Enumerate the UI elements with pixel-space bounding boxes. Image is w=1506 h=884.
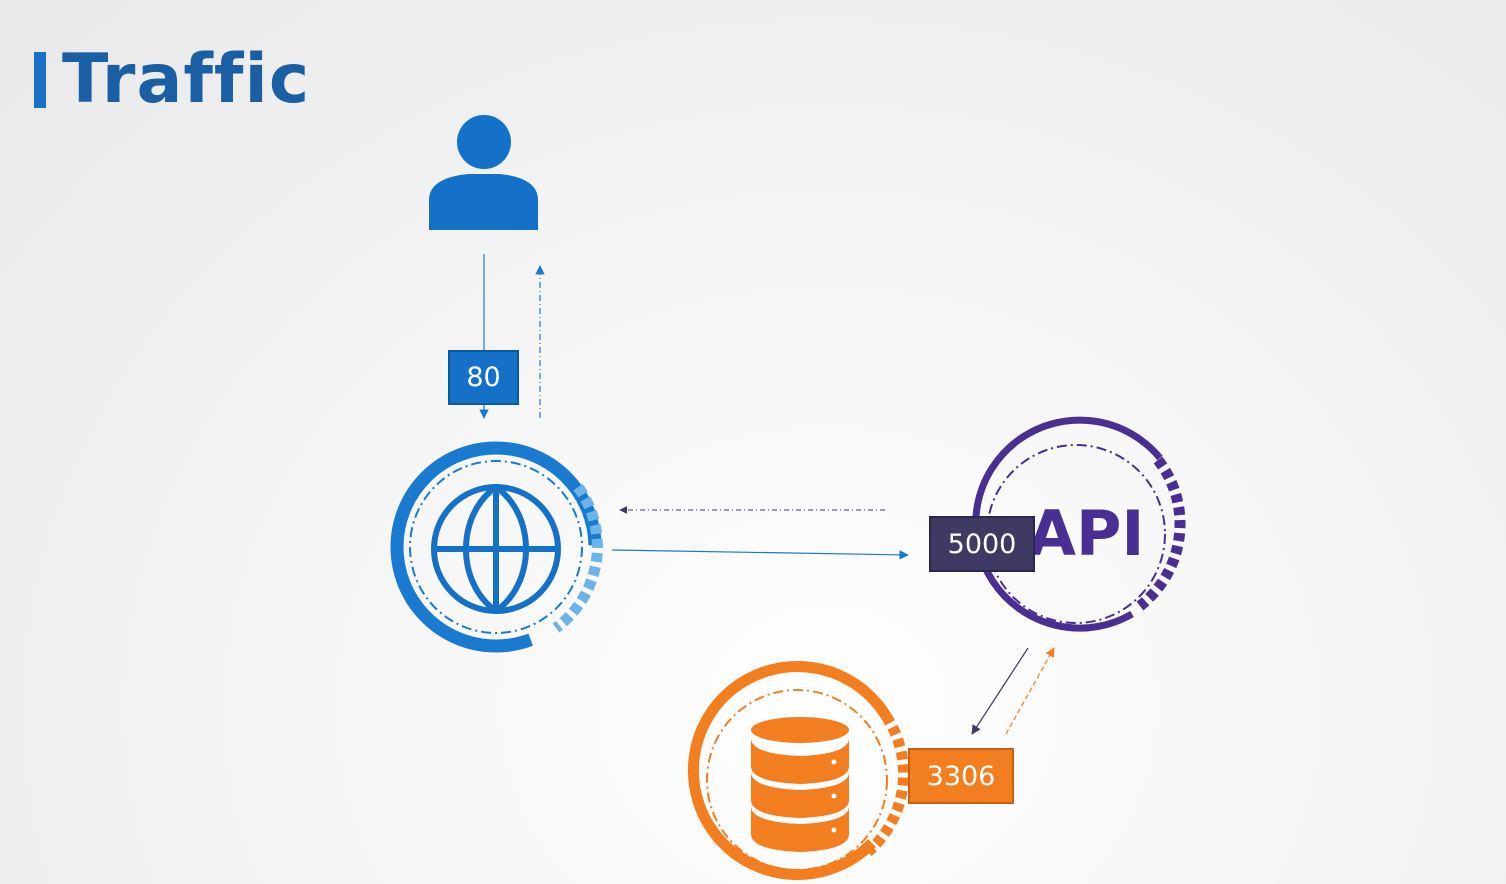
person-icon (429, 115, 538, 230)
port-80-badge: 80 (448, 350, 519, 405)
port-3306-badge: 3306 (908, 748, 1014, 804)
api-label: API (1028, 497, 1145, 570)
api-to-db-arrow (971, 647, 1029, 735)
port-5000-badge: 5000 (929, 516, 1035, 572)
globe-icon (431, 484, 561, 614)
database-icon (751, 717, 849, 852)
web-server-node (390, 441, 603, 653)
database-node (687, 661, 909, 880)
title-block: Traffic (34, 40, 310, 120)
title-accent-bar (34, 52, 46, 108)
slide-title: Traffic (62, 40, 311, 119)
db-to-api-arrow (1005, 647, 1055, 735)
web-to-api-arrow (611, 549, 909, 560)
api-server-node (972, 416, 1186, 632)
